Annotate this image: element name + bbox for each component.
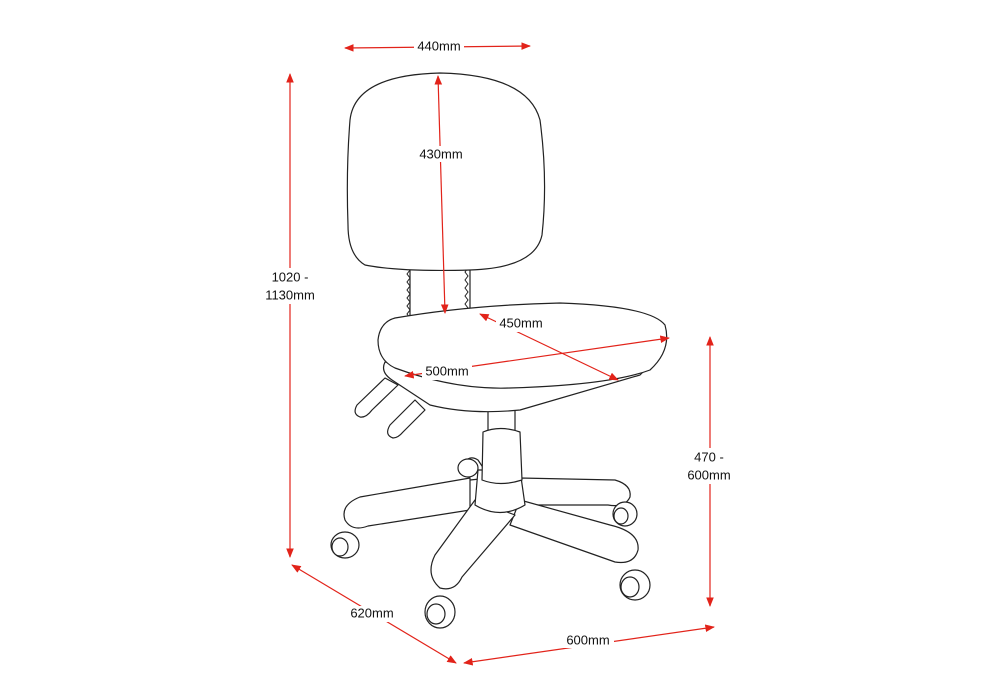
caster-left [330, 531, 360, 559]
label-overall-height-1: 1020 - [272, 269, 309, 284]
chair-illustration [330, 72, 668, 629]
label-seat-height-1: 470 - [694, 449, 724, 464]
gas-cylinder-lower [481, 427, 523, 485]
label-base-depth: 620mm [350, 605, 393, 620]
caster-right [612, 501, 638, 527]
caster-front-right [619, 569, 651, 601]
caster-front-left [424, 595, 456, 629]
base-leg-left [343, 477, 471, 529]
label-seat-height-2: 600mm [687, 467, 730, 482]
label-seat-depth: 450mm [499, 315, 542, 330]
base-leg-right [519, 477, 631, 507]
caster-back [457, 458, 479, 478]
backrest [346, 72, 546, 272]
label-backrest-width: 440mm [417, 38, 460, 53]
base-leg-front-right [509, 499, 639, 564]
dim-line-backrest-height [434, 75, 449, 314]
label-backrest-height: 430mm [419, 146, 462, 161]
dimension-labels: 440mm 430mm 1020 - 1130mm 450mm 500mm 47… [262, 38, 738, 648]
label-overall-height-2: 1130mm [265, 287, 315, 302]
adjustment-lever-2 [387, 399, 426, 439]
label-base-width: 600mm [566, 632, 609, 647]
label-seat-width: 500mm [425, 363, 468, 378]
adjustment-lever-1 [354, 377, 399, 418]
stem-bellows-left [406, 269, 411, 319]
